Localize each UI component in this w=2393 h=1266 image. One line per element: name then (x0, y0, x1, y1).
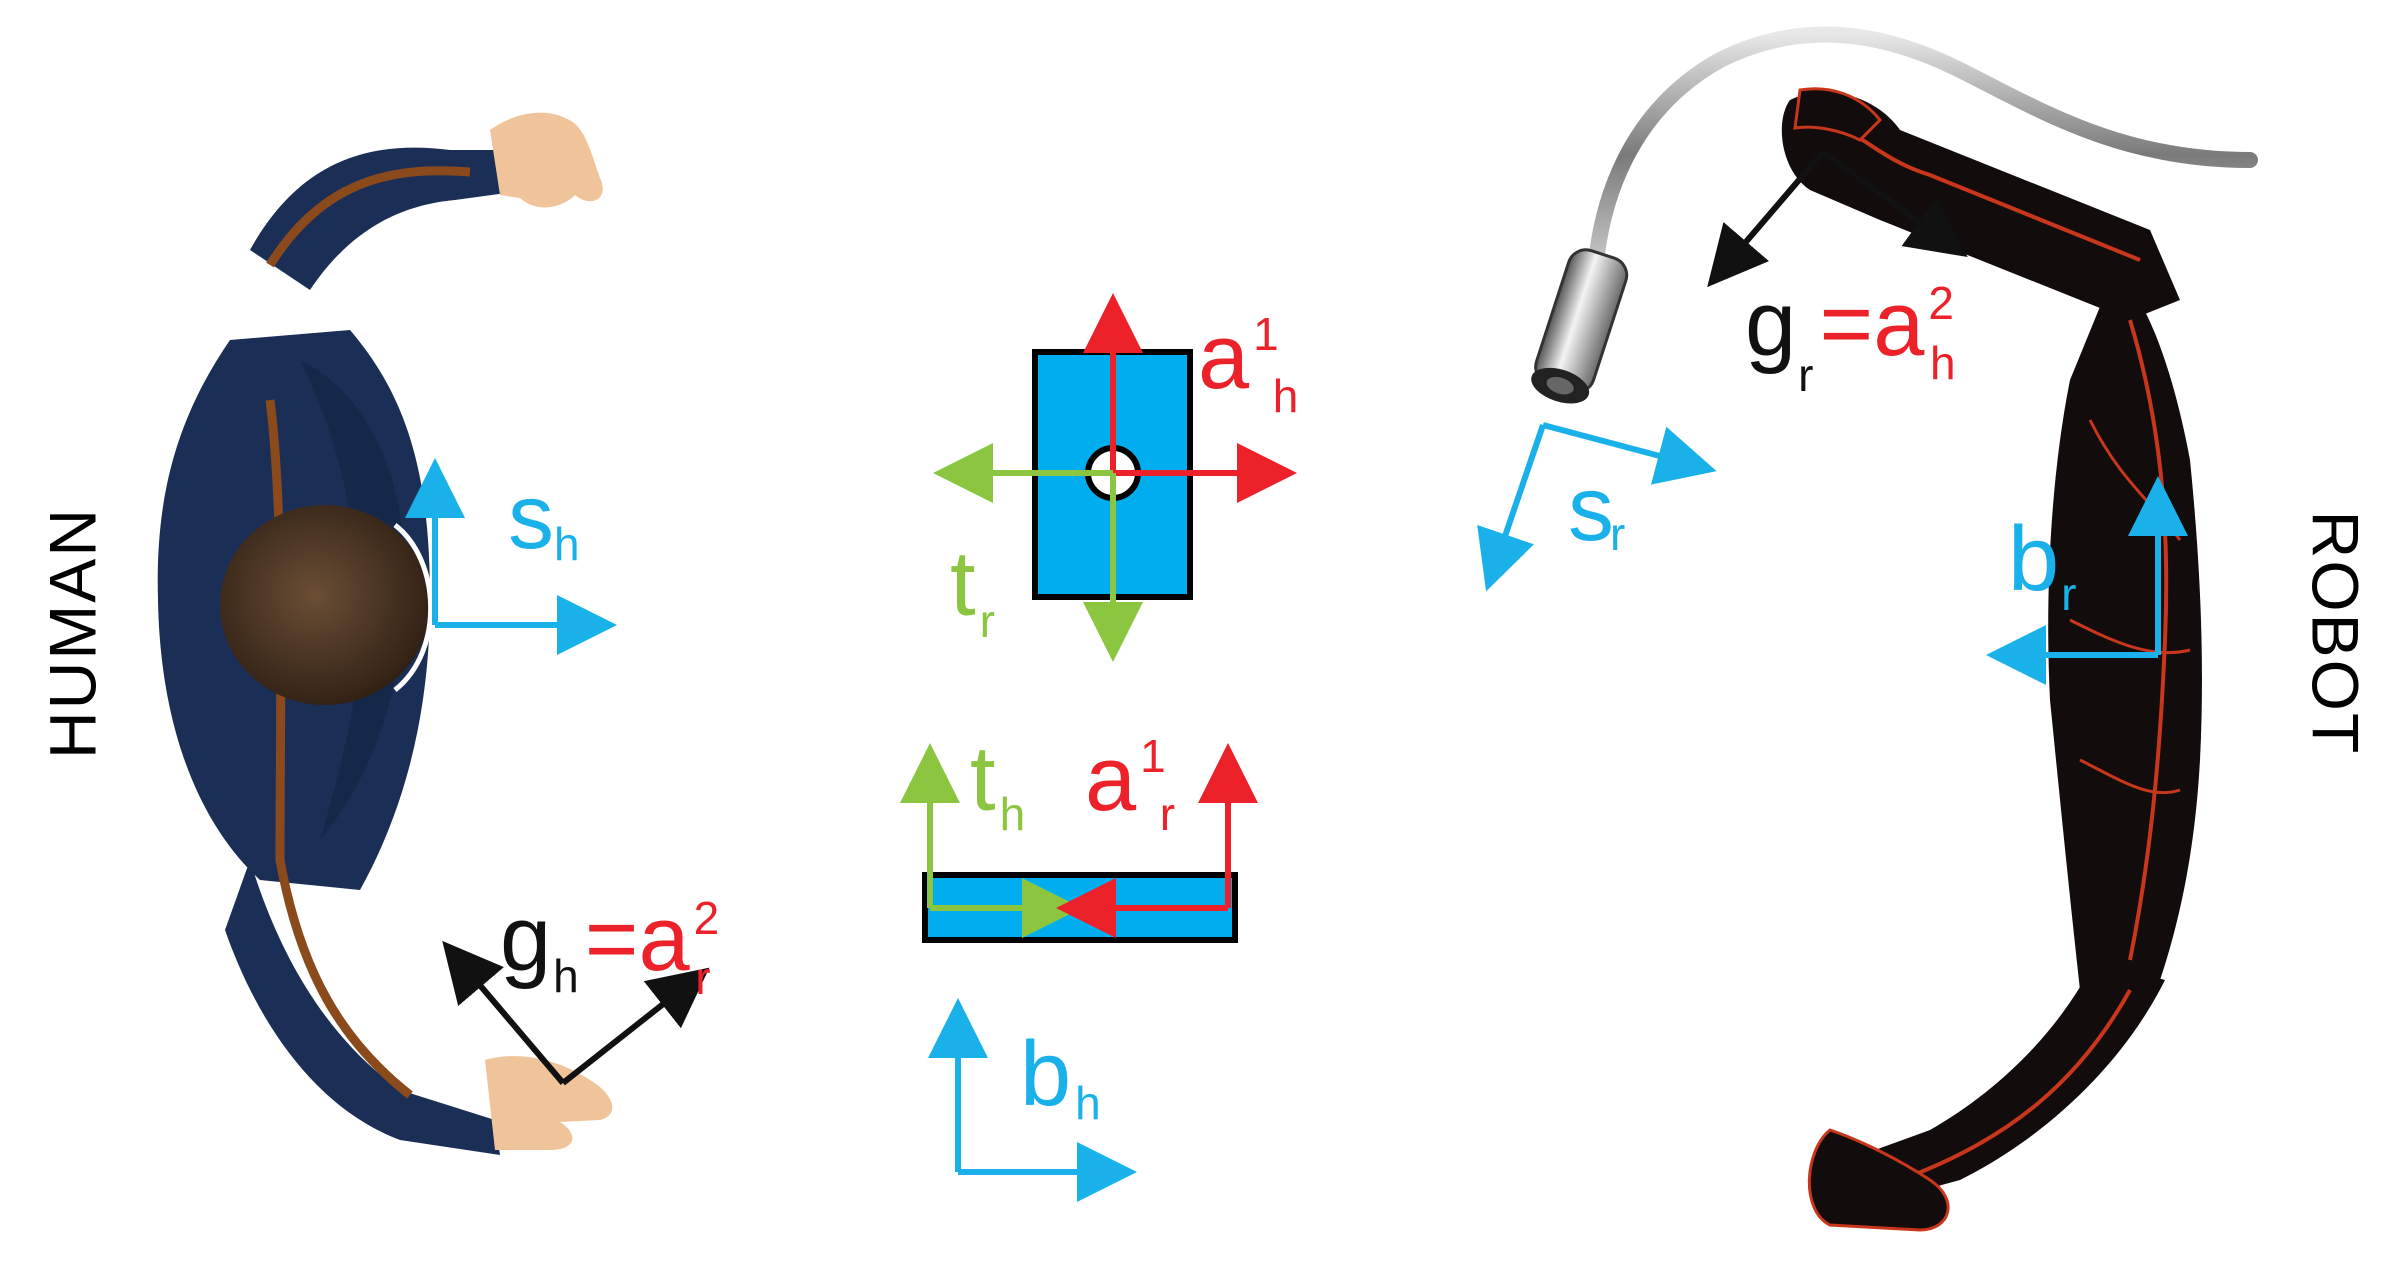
label-s-h: sh (508, 466, 580, 570)
human-upper-arm-stripe (266, 166, 471, 268)
human-lower-arm-stripe (265, 399, 413, 1099)
frame-s-h-arrows (405, 458, 617, 655)
robot-side-label: ROBOT (2299, 511, 2373, 756)
human-figure (157, 112, 613, 1155)
label-b-r: br (2008, 508, 2077, 620)
human-face-outline (393, 523, 434, 692)
frame-t-r-arrows (933, 443, 1143, 662)
robot-upper-arm (1781, 91, 2180, 320)
robot-upper-hand (1793, 87, 1883, 142)
robot-figure (1531, 26, 2258, 1232)
frame-a1-h-arrows (1083, 293, 1297, 503)
human-lower-hand (485, 1056, 613, 1150)
label-t-r: tr (950, 533, 995, 647)
label-b-h: bh (1020, 1023, 1101, 1129)
frame-g-h-arrows (442, 940, 710, 1086)
human-back-shading (300, 360, 406, 840)
label-s-r: sr (1568, 458, 1625, 560)
robot-lower-hand (1807, 1128, 1950, 1232)
robot-lower-arm-glow (1899, 989, 2132, 1182)
robot-camera (1531, 248, 1629, 404)
human-head (220, 505, 430, 705)
human-side-label: HUMAN (35, 507, 109, 759)
frame-a1-r-arrows (1056, 743, 1258, 938)
robot-camera-cable (1587, 26, 2258, 283)
human-upper-hand (490, 112, 603, 208)
human-lower-arm (225, 860, 500, 1155)
robot-torso (2048, 270, 2202, 990)
robot-torso-glow-a (2128, 319, 2169, 961)
robot-lower-arm (1820, 960, 2165, 1210)
human-upper-arm (250, 147, 528, 290)
frame-t-h-arrows (900, 743, 1082, 938)
frame-s-r-arrows (1477, 422, 1717, 592)
frame-b-r-arrows (1986, 476, 2188, 685)
frame-b-h-arrows (928, 998, 1137, 1202)
label-t-h: th (970, 728, 1025, 840)
frame-g-r-arrows (1707, 149, 1968, 288)
